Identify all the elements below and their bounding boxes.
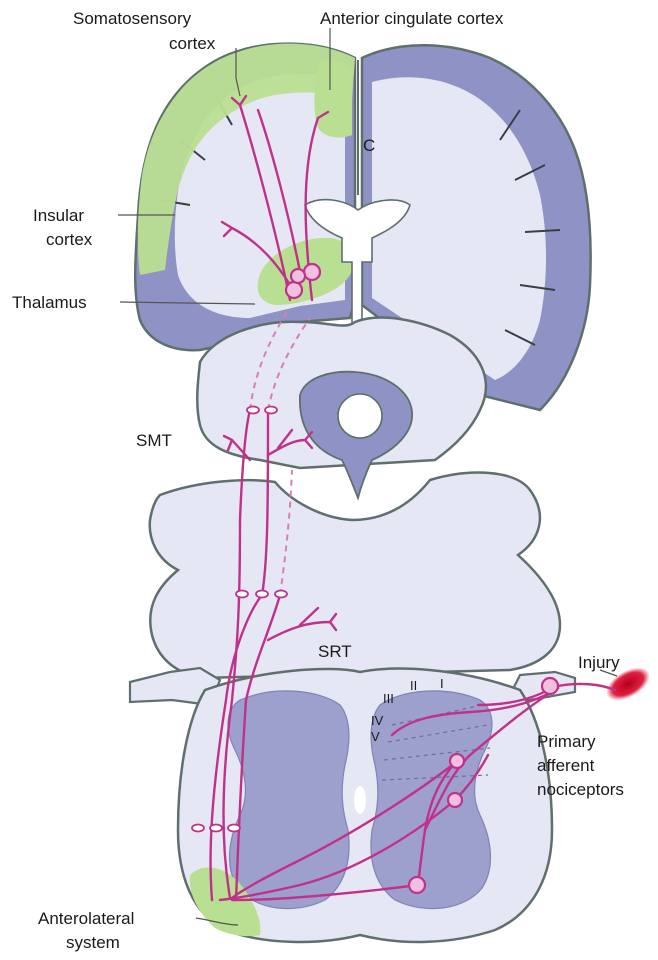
medulla [150, 473, 560, 678]
medulla-section [150, 473, 560, 678]
label-primary-1: Primary [537, 732, 596, 751]
lamina-label-1: I [440, 676, 444, 691]
label-primary-3: nociceptors [537, 780, 624, 799]
anterior-cingulate-region [314, 60, 352, 138]
lamina-label-3: III [383, 691, 394, 706]
midbrain [197, 318, 486, 498]
label-somatosensory-1: Somatosensory [73, 9, 192, 28]
label-srt: SRT [318, 642, 352, 661]
lamina-label-4: IV [371, 713, 384, 728]
spinal-cord [130, 668, 575, 942]
ventral-neuron [409, 877, 425, 893]
label-somatosensory-2: cortex [169, 34, 216, 53]
label-primary-2: afferent [537, 756, 595, 775]
central-canal [354, 786, 366, 814]
label-smt: SMT [136, 431, 172, 450]
thalamic-neuron-2 [304, 264, 320, 280]
right-gray-matter [371, 691, 492, 909]
thalamic-neuron-1 [286, 282, 302, 298]
label-cingulate-letter: C [363, 136, 375, 155]
label-thalamus: Thalamus [12, 293, 87, 312]
label-anterolateral-1: Anterolateral [38, 909, 134, 928]
dorsal-root-ganglion-cell [542, 678, 558, 694]
dorsal-horn-neuron-2 [448, 793, 462, 807]
label-anterior-cingulate: Anterior cingulate cortex [320, 9, 504, 28]
lamina-label-5: V [371, 729, 380, 744]
label-insular-1: Insular [33, 206, 84, 225]
label-insular-2: cortex [46, 230, 93, 249]
cerebral-aqueduct [338, 394, 382, 438]
thalamic-neuron-3 [291, 269, 305, 283]
label-anterolateral-2: system [66, 933, 120, 952]
dorsal-horn-neuron-1 [450, 754, 464, 768]
label-injury: Injury [578, 653, 620, 672]
lamina-label-2: II [410, 678, 417, 693]
